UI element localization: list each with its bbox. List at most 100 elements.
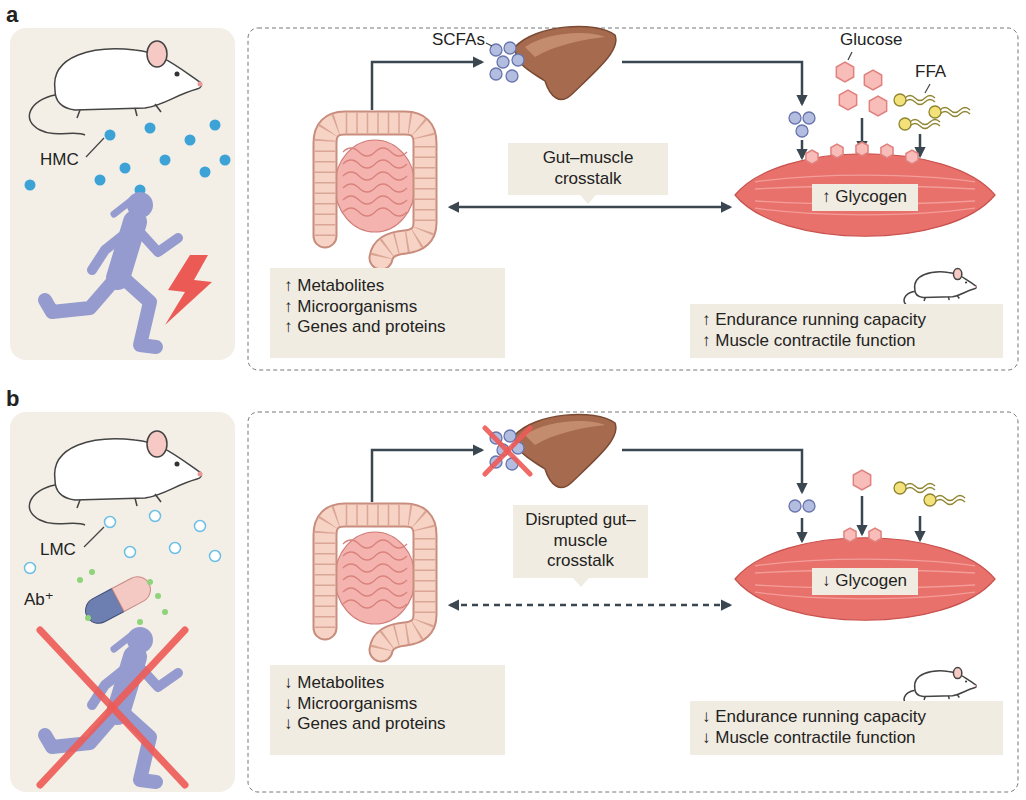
glucose-hexagon	[831, 144, 843, 158]
flow-arrow	[450, 604, 730, 607]
illustration-part	[325, 515, 425, 650]
label-box: ↓ Glycogen	[812, 568, 918, 595]
panel-letter: a	[6, 2, 18, 28]
illustration-part	[343, 160, 407, 168]
bubble-tail	[580, 195, 596, 204]
flow-arrow	[919, 134, 922, 156]
glucose-hexagon	[844, 528, 856, 542]
illustration-part	[755, 559, 975, 566]
illustration-part	[325, 123, 425, 258]
illustration-part	[55, 439, 202, 500]
ffa-molecule	[894, 94, 935, 106]
microbe-dot	[220, 155, 231, 166]
illustration-part	[77, 110, 80, 118]
illustration-part	[343, 540, 407, 548]
scfa-dot	[504, 430, 516, 442]
antibiotic-pill	[81, 572, 155, 628]
illustration-part	[965, 680, 967, 682]
illustration-part	[894, 94, 906, 106]
outcome-box: ↓ Endurance running capacity↓ Muscle con…	[690, 701, 1003, 755]
label: LMC	[40, 540, 76, 560]
node-text: ↓ Glycogen	[822, 571, 908, 592]
illustration-part	[175, 72, 180, 77]
label: Ab⁺	[24, 590, 54, 610]
flow-arrow	[801, 140, 804, 158]
illustration-part	[198, 472, 203, 477]
glucose-hexagon	[839, 90, 856, 110]
illustration-part	[155, 494, 161, 502]
illustration-part	[948, 297, 950, 300]
illustration-part	[924, 298, 925, 301]
flow-arrow	[622, 62, 802, 104]
illustration-part	[953, 269, 961, 280]
glucose-hexagon	[869, 96, 886, 116]
illustration-part	[343, 196, 407, 204]
liver-organ	[515, 26, 616, 99]
flow-arrow	[450, 206, 730, 209]
microbe-dot	[25, 563, 36, 574]
illustration-part	[525, 33, 605, 57]
node-text: ↓ Endurance running capacity	[702, 707, 991, 728]
flow-arrow	[861, 496, 864, 534]
illustration-part	[112, 572, 155, 611]
scfa-dot	[512, 54, 524, 66]
panel-letter: b	[6, 386, 19, 412]
illustration-part	[915, 272, 977, 298]
flow-arrow	[919, 516, 922, 540]
scfa-dot	[789, 500, 801, 512]
illustration-part	[175, 462, 180, 467]
illustration-part	[77, 500, 80, 508]
illustration-part	[343, 552, 407, 560]
antibiotic-dot	[137, 619, 143, 625]
illustration-part	[965, 281, 967, 283]
microbe-dot	[120, 163, 131, 174]
illustration-part	[325, 123, 425, 258]
glucose-hexagon	[853, 470, 870, 490]
antibiotic-dot	[89, 569, 95, 575]
node-text: ↑ Microorganisms	[284, 297, 491, 318]
microbe-dot	[210, 120, 221, 131]
scfa-dot	[506, 70, 518, 82]
microbe-dot	[200, 167, 211, 178]
label: SCFAs	[432, 30, 485, 50]
leader-line	[86, 138, 104, 157]
illustration-part	[343, 600, 407, 608]
label-box: ↑ Glycogen	[812, 184, 918, 211]
microbe-dot	[145, 123, 156, 134]
microbe-dot	[105, 517, 116, 528]
outcome-box: ↑ Endurance running capacity↑ Muscle con…	[690, 304, 1003, 358]
illustration-part	[155, 104, 161, 112]
illustration-part	[899, 118, 911, 130]
effect-box: ↓ Metabolites↓ Microorganisms↓ Genes and…	[270, 665, 505, 755]
microbe-dot	[160, 155, 171, 166]
illustration-part	[755, 175, 975, 182]
node-text: ↑ Glycogen	[822, 187, 908, 208]
illustration-part	[325, 515, 425, 650]
microbe-dot	[95, 175, 106, 186]
illustration-part	[120, 275, 156, 347]
illustration-part	[929, 106, 941, 118]
bubble-tail	[573, 578, 589, 587]
illustration-part	[127, 627, 153, 653]
illustration-part	[147, 431, 167, 457]
node-text: ↓ Muscle contractile function	[702, 728, 991, 749]
illustration-part	[325, 123, 425, 258]
cross-mark	[485, 428, 530, 474]
ffa-molecule	[894, 482, 935, 494]
illustration-part	[525, 421, 605, 445]
glucose-hexagon	[856, 142, 868, 156]
node-text: ↑ Endurance running capacity	[702, 310, 991, 331]
muscle-organ	[735, 154, 995, 237]
illustration-part	[335, 532, 415, 624]
microbe-dot	[105, 130, 116, 141]
illustration-part	[198, 82, 203, 87]
microbe-dot	[185, 135, 196, 146]
label: FFA	[915, 62, 946, 82]
node-text: ↑ Metabolites	[284, 276, 491, 297]
glucose-hexagon	[836, 62, 853, 82]
glucose-hexagon	[906, 150, 918, 164]
scfa-dot	[504, 42, 516, 54]
flow-arrow	[622, 450, 802, 492]
node-text: ↑ Genes and proteins	[284, 317, 491, 338]
panel-ground	[10, 28, 235, 360]
